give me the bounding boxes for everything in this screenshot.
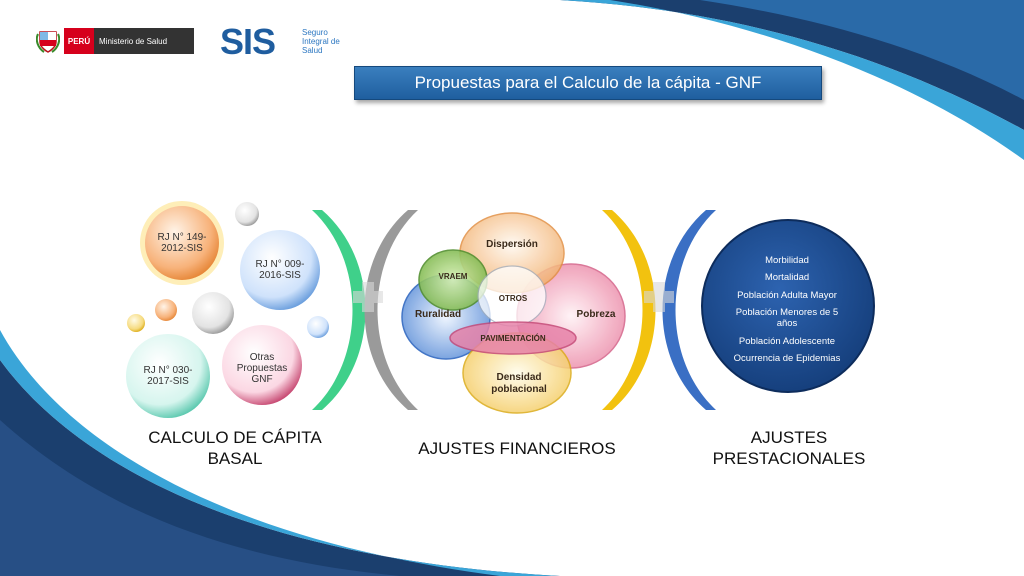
prest-item-adulta-mayor: Población Adulta Mayor — [737, 290, 837, 301]
venn-diagram — [401, 212, 626, 414]
blue-bracket — [662, 210, 716, 410]
prest-item-menores-5: Población Menores de 5 años — [735, 307, 839, 329]
sis-logo: SIS Seguro Integral de Salud — [220, 22, 350, 62]
bubble-rj-149: RJ N° 149-2012-SIS — [157, 232, 207, 254]
peru-crest-icon — [36, 31, 60, 53]
ministry-label: Ministerio de Salud — [94, 28, 194, 54]
prest-item-adolescente: Población Adolescente — [738, 336, 836, 347]
sis-wordmark: SIS — [220, 21, 276, 62]
venn-pobreza: Pobreza — [576, 309, 616, 320]
minsa-logo: PERÚ Ministerio de Salud — [36, 26, 194, 56]
green-bracket — [312, 210, 366, 410]
bubble-otras-propuestas: Otras Propuestas GNF — [236, 352, 288, 385]
prest-item-morbilidad: Morbilidad — [765, 255, 809, 266]
financieros-section-label: AJUSTES FINANCIEROS — [418, 439, 616, 458]
basal-bubble-cluster — [126, 201, 329, 418]
page-title: Propuestas para el Calculo de la cápita … — [354, 66, 822, 100]
venn-pavimentacion: PAVIMENTACIÓN — [480, 334, 546, 343]
plus-icon-2 — [644, 282, 674, 312]
gray-bracket — [364, 210, 418, 410]
bubble-rj-009: RJ N° 009-2016-SIS — [255, 259, 305, 281]
venn-otros: OTROS — [498, 294, 528, 303]
venn-densidad: Densidad poblacional — [491, 372, 547, 395]
venn-ruralidad: Ruralidad — [414, 309, 462, 320]
prest-item-epidemias: Ocurrencia de Epidemias — [733, 353, 841, 364]
peru-label: PERÚ — [64, 28, 94, 54]
prestacionales-section-label: AJUSTES PRESTACIONALES — [712, 428, 866, 468]
prestacional-circle — [701, 219, 875, 393]
prest-item-mortalidad: Mortalidad — [764, 272, 810, 283]
basal-section-label: CALCULO DE CÁPITA BASAL — [148, 428, 322, 468]
gold-bracket — [602, 210, 656, 410]
venn-dispersion: Dispersión — [486, 239, 538, 250]
venn-vraem: VRAEM — [438, 272, 468, 281]
bubble-rj-030: RJ N° 030-2017-SIS — [143, 365, 193, 387]
sis-tagline: Seguro Integral de Salud — [302, 28, 340, 55]
plus-icon — [353, 282, 383, 312]
